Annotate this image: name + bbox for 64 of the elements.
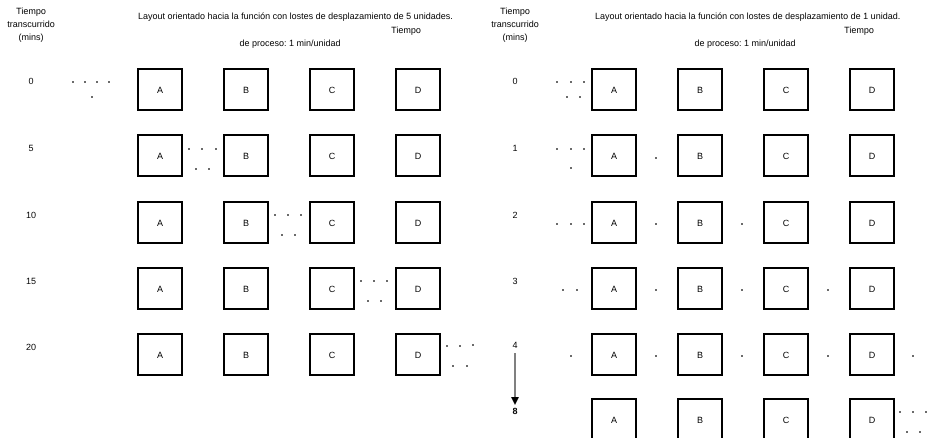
time-value: 5 xyxy=(27,142,34,155)
time-value: 20 xyxy=(24,341,37,354)
workstation-box: A xyxy=(137,68,183,111)
header-text: Tiempo xyxy=(843,24,875,37)
workstation-box: C xyxy=(309,134,355,177)
time-value: 4 xyxy=(505,339,525,352)
arrow xyxy=(511,352,519,405)
time-value: 10 xyxy=(24,209,37,222)
workstation-box: C xyxy=(309,68,355,111)
workstation-box: B xyxy=(223,333,269,376)
header-text: Tiempo xyxy=(390,24,422,37)
workstation-box: C xyxy=(763,398,809,438)
workstation-box: D xyxy=(395,333,441,376)
workstation-box: B xyxy=(223,201,269,244)
time-value: 0 xyxy=(511,75,518,88)
workstation-box: B xyxy=(677,68,723,111)
workstation-box: B xyxy=(223,68,269,111)
workstation-box: A xyxy=(591,267,637,310)
workstation-box: A xyxy=(591,333,637,376)
time-value: 3 xyxy=(511,275,518,288)
workstation-box: A xyxy=(591,398,637,438)
header-text: de proceso: 1 min/unidad xyxy=(693,37,797,50)
workstation-box: C xyxy=(309,201,355,244)
header-text: de proceso: 1 min/unidad xyxy=(238,37,342,50)
workstation-box: A xyxy=(591,201,637,244)
workstation-box: D xyxy=(849,267,895,310)
workstation-box: D xyxy=(395,134,441,177)
workstation-box: B xyxy=(677,398,723,438)
workstation-box: D xyxy=(849,68,895,111)
workstation-box: C xyxy=(763,68,809,111)
workstation-box: D xyxy=(849,201,895,244)
workstation-box: B xyxy=(677,333,723,376)
workstation-box: D xyxy=(395,267,441,310)
layout-title: Layout orientado hacia la función con lostes de desplazamiento de 1 unidad. xyxy=(595,10,900,23)
workstation-box: A xyxy=(137,134,183,177)
workstation-box: A xyxy=(137,333,183,376)
workstation-box: C xyxy=(763,201,809,244)
workstation-box: A xyxy=(137,267,183,310)
axis-title: Tiempo transcurrido (mins) xyxy=(6,5,56,44)
workstation-box: C xyxy=(309,333,355,376)
workstation-box: A xyxy=(591,68,637,111)
workstation-box: C xyxy=(763,333,809,376)
workstation-box: D xyxy=(395,201,441,244)
time-value: 15 xyxy=(24,275,37,288)
time-value: 0 xyxy=(27,75,34,88)
workstation-box: A xyxy=(137,201,183,244)
workstation-box: B xyxy=(223,134,269,177)
workstation-box: B xyxy=(677,134,723,177)
workstation-box: D xyxy=(849,134,895,177)
workstation-box: C xyxy=(763,267,809,310)
workstation-box: A xyxy=(591,134,637,177)
workstation-box: B xyxy=(677,201,723,244)
layout-title: Layout orientado hacia la función con lostes de desplazamiento de 5 unidades. xyxy=(138,10,453,23)
workstation-box: D xyxy=(395,68,441,111)
time-value: 2 xyxy=(511,209,518,222)
time-value: 1 xyxy=(511,142,518,155)
workstation-box: B xyxy=(677,267,723,310)
workstation-box: D xyxy=(849,333,895,376)
time-value: 8 xyxy=(505,405,525,418)
axis-title: Tiempo transcurrido (mins) xyxy=(490,5,540,44)
workstation-box: D xyxy=(849,398,895,438)
workstation-box: C xyxy=(309,267,355,310)
workstation-box: C xyxy=(763,134,809,177)
workstation-box: B xyxy=(223,267,269,310)
